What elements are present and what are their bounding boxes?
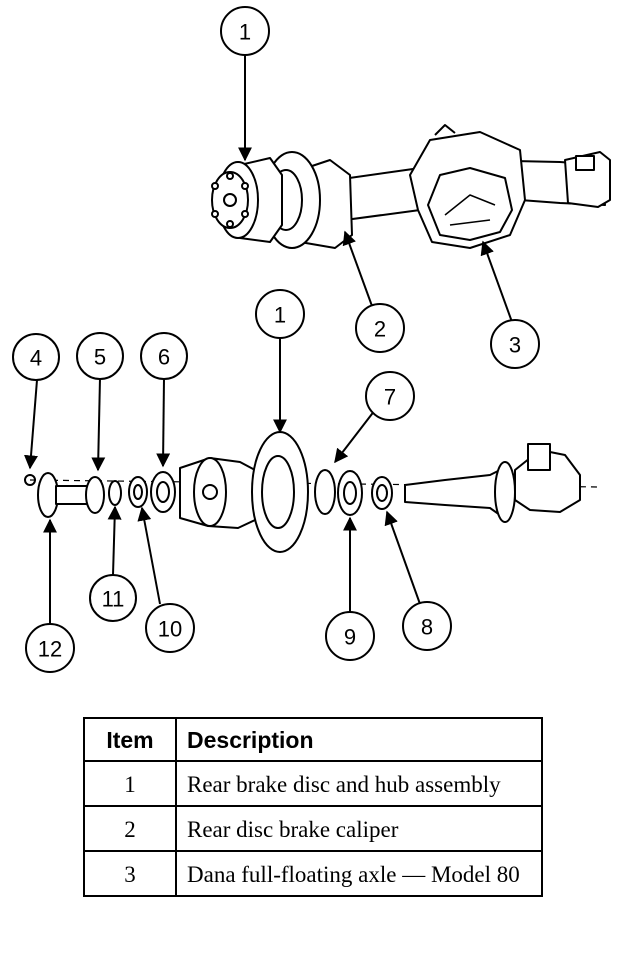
callout-11-label: 11 xyxy=(102,587,125,612)
callout-11: 11 xyxy=(89,574,137,622)
callout-12-label: 12 xyxy=(38,637,62,662)
callout-10-label: 10 xyxy=(158,617,182,642)
callout-3: 3 xyxy=(490,319,540,369)
callout-8: 8 xyxy=(402,601,452,651)
axle-assembly-illustration xyxy=(211,124,611,249)
header-description: Description xyxy=(175,717,543,762)
row-item-number: 2 xyxy=(83,805,177,852)
callout-5-label: 5 xyxy=(94,345,106,370)
axle-exploded-diagram: 1 2 3 1 4 5 6 7 11 10 12 9 xyxy=(12,6,611,673)
callout-1-top-label: 1 xyxy=(239,20,251,45)
callout-7: 7 xyxy=(365,371,415,421)
table-row: 3 Dana full-floating axle — Model 80 xyxy=(83,850,543,897)
exploded-parts-illustration xyxy=(24,431,601,553)
callout-2-label: 2 xyxy=(374,317,386,342)
callout-9-label: 9 xyxy=(344,625,356,650)
callout-12: 12 xyxy=(25,623,75,673)
callout-7-label: 7 xyxy=(384,385,396,410)
header-item: Item xyxy=(83,717,177,762)
callout-5: 5 xyxy=(76,332,124,380)
callout-1-top: 1 xyxy=(220,6,270,56)
callout-8-label: 8 xyxy=(421,615,433,640)
callout-6: 6 xyxy=(140,332,188,380)
leader-lines xyxy=(24,52,513,624)
row-item-number: 1 xyxy=(83,760,177,807)
callout-10: 10 xyxy=(145,603,195,653)
callout-1-lower-label: 1 xyxy=(274,303,286,328)
callout-1-lower: 1 xyxy=(255,289,305,339)
row-description: Rear disc brake caliper xyxy=(175,805,543,852)
row-description: Dana full-floating axle — Model 80 xyxy=(175,850,543,897)
table-row: 1 Rear brake disc and hub assembly xyxy=(83,760,543,807)
table-row: 2 Rear disc brake caliper xyxy=(83,805,543,852)
callout-4: 4 xyxy=(12,333,60,381)
callout-6-label: 6 xyxy=(158,345,170,370)
table-header-row: Item Description xyxy=(83,717,543,762)
callout-9: 9 xyxy=(325,611,375,661)
row-description: Rear brake disc and hub assembly xyxy=(175,760,543,807)
parts-legend-table: Item Description 1 Rear brake disc and h… xyxy=(83,717,543,897)
callout-4-label: 4 xyxy=(30,346,42,371)
callout-2: 2 xyxy=(355,303,405,353)
row-item-number: 3 xyxy=(83,850,177,897)
callout-3-label: 3 xyxy=(509,333,521,358)
